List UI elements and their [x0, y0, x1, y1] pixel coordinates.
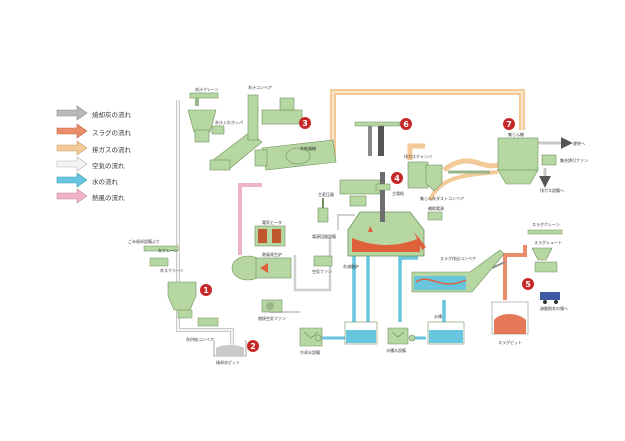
step-badge-6: 6 — [400, 118, 412, 130]
equipment-labels: 灰汁クレーン 灰汁入れホッパ 灰汁コンベア ごみ焼却設備より 灰クレーン 灰スク… — [128, 84, 588, 365]
gas-chamber — [407, 161, 443, 192]
combustion-fan — [261, 299, 283, 313]
label-screen: 灰スクリーン — [160, 267, 184, 273]
label-water-tank: 水槽 — [434, 313, 442, 319]
step-number: 2 — [250, 342, 256, 351]
label-bag-filter: 集じん機 — [508, 131, 524, 137]
step-badges: 1 2 3 4 5 6 7 — [200, 117, 534, 352]
legend-label-slag: スラグの流れ — [92, 129, 131, 137]
label-electrode: 主電極 — [392, 190, 404, 196]
label-aux-equipment: 補助電源 — [428, 205, 444, 211]
label-to-gas-treatment: 排ガス設備へ — [540, 187, 564, 193]
step-badge-7: 7 — [503, 118, 515, 130]
step-badge-3: 3 — [299, 117, 311, 129]
label-crane-top: 灰汁クレーン — [195, 86, 219, 92]
hot-air-pipe — [238, 183, 262, 255]
label-slag-pit: スラグピット — [498, 339, 522, 345]
label-ash-crane: 灰クレーン — [158, 247, 178, 253]
ash-screen-equipment — [143, 245, 179, 267]
step-badge-2: 2 — [247, 340, 259, 352]
ash-conveyor-diagonal — [209, 94, 263, 171]
legend-arrow-air — [56, 156, 88, 172]
label-slag-chute: スラグシュート — [534, 239, 562, 245]
label-cooling-water: 冷却水設備 — [300, 349, 320, 355]
legend-label-gas: 排ガスの流れ — [92, 146, 131, 154]
step-number: 3 — [302, 119, 308, 128]
circulation-water-equipment — [387, 327, 416, 345]
legend-arrow-slag — [56, 123, 88, 139]
label-circulation-water: 水槽水設備 — [386, 347, 406, 353]
label-gas-chamber: 排ガスチャンバ — [404, 153, 432, 159]
label-conveyor-top: 灰汁コンベア — [248, 84, 272, 90]
step-badge-5: 5 — [522, 278, 534, 290]
exhaust-gas-pipe-lower — [407, 143, 499, 173]
furnace-gas-duct — [339, 179, 381, 207]
step-number: 5 — [525, 280, 531, 289]
air-fan — [313, 255, 333, 267]
label-exhaust-fan: 集合誘引ファン — [560, 157, 588, 163]
label-ash-source: ごみ焼却設備より — [128, 238, 160, 244]
water-pipe-right — [398, 256, 446, 322]
label-metal-out: 溶融飛灰の場へ — [540, 305, 568, 311]
ash-pit — [213, 340, 247, 357]
ash-hopper — [187, 109, 225, 143]
slag-truck-icon — [540, 292, 560, 304]
ash-melting-furnace — [347, 172, 426, 257]
label-electric-heater: 電気ヒータ — [262, 219, 282, 225]
hot-air-generator — [231, 255, 292, 281]
label-to-stack: 煙突へ — [573, 140, 585, 146]
ash-crane-top — [189, 92, 219, 106]
legend-label-ash: 焼却灰の流れ — [92, 111, 131, 119]
label-feed-conveyor: 灰供給コンベア — [186, 336, 214, 342]
label-slag-conveyor: スラグ排出コンベア — [440, 255, 476, 261]
top-conveyor — [261, 97, 303, 125]
power-equipment — [317, 198, 329, 223]
label-air-fan: 空気ファン — [312, 268, 332, 274]
legend-arrow-hot-air — [56, 188, 88, 204]
exhaust-fan — [541, 154, 557, 166]
label-furnace: 灰溶融炉 — [343, 263, 359, 269]
legend-arrow-water — [56, 172, 88, 188]
step-number: 6 — [403, 120, 409, 129]
ash-feed-hopper — [167, 281, 219, 327]
slag-conveyor — [411, 249, 505, 293]
legend — [56, 105, 88, 204]
ash-dryer — [254, 139, 337, 171]
water-tank-left — [344, 321, 378, 345]
label-slag-crane: スラグクレーン — [532, 221, 560, 227]
step-badge-4: 4 — [391, 172, 403, 184]
aux-equipment — [427, 211, 443, 221]
label-ash-pit: 焼却灰ピット — [216, 359, 240, 365]
step-number: 4 — [394, 174, 400, 183]
label-power-room: 電源回路設備 — [312, 233, 336, 239]
water-tank-right — [427, 321, 465, 345]
step-number: 7 — [506, 120, 512, 129]
legend-arrow-gas — [56, 140, 88, 156]
electrode-stand — [354, 121, 401, 156]
step-number: 1 — [203, 286, 209, 295]
electric-heater — [254, 225, 286, 247]
label-transformer: 主変圧器 — [318, 191, 334, 197]
bag-filter — [448, 137, 539, 185]
legend-label-water: 水の流れ — [92, 178, 118, 186]
label-dryer: 灰乾燥機 — [300, 145, 316, 151]
legend-label-hot-air: 熱風の流れ — [92, 194, 125, 202]
label-heater: 熱風発生炉 — [262, 251, 282, 257]
label-hopper: 灰汁入れホッパ — [215, 119, 243, 125]
legend-label-air: 空気の流れ — [92, 162, 125, 170]
step-badge-1: 1 — [200, 284, 212, 296]
slag-crane — [527, 229, 563, 273]
legend-arrow-ash — [56, 105, 88, 121]
slag-chute-pipe — [503, 245, 527, 300]
cooling-water-equipment — [299, 327, 323, 347]
label-dust-conveyor: 集じん灰ダストコンベア — [420, 195, 464, 201]
label-combustion-fan: 燃焼空気ファン — [258, 315, 286, 321]
slag-pit — [491, 301, 529, 335]
